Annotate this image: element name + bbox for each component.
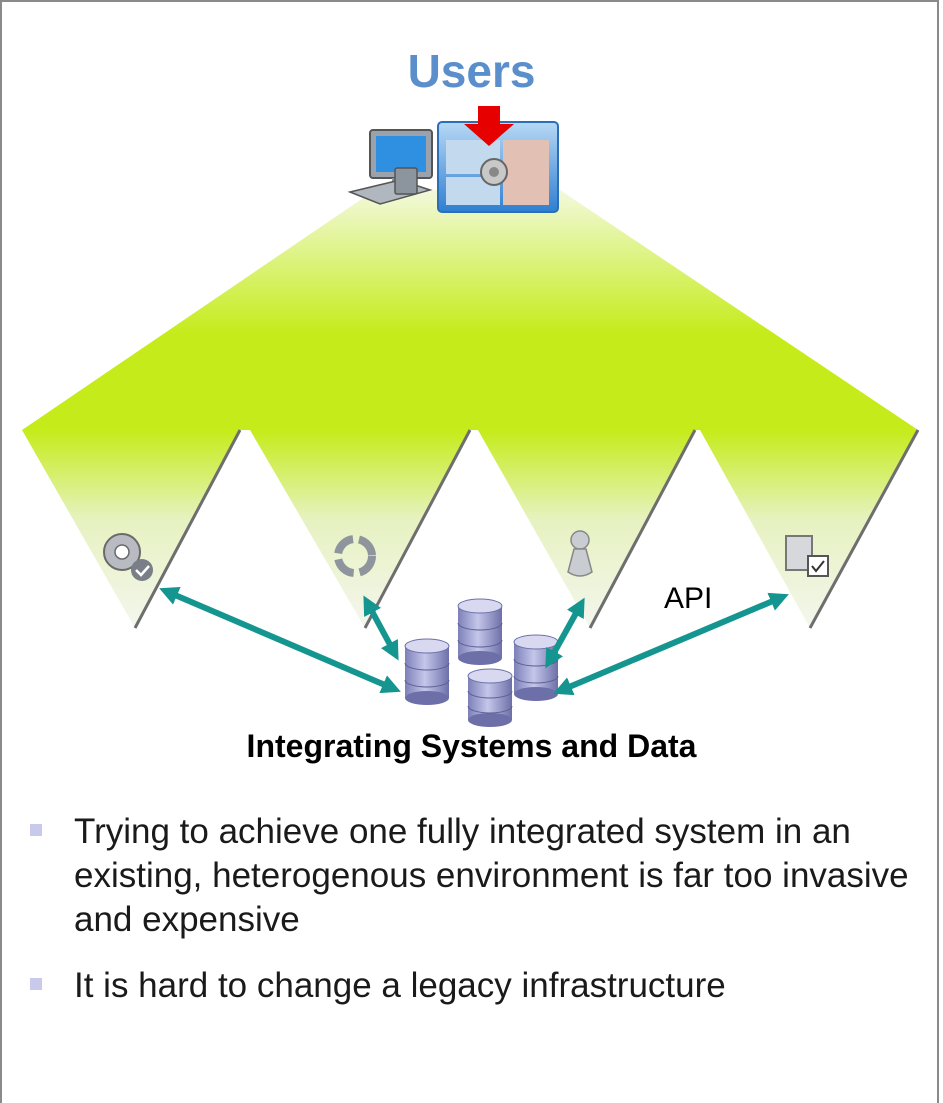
bullet-marker-icon — [30, 824, 42, 836]
bullet-marker-icon — [30, 978, 42, 990]
refresh-cycle-icon — [334, 535, 376, 577]
red-down-arrow-icon — [464, 106, 514, 146]
bullet-item: It is hard to change a legacy infrastruc… — [30, 964, 930, 1008]
bullet-text: It is hard to change a legacy infrastruc… — [74, 966, 726, 1005]
coverage-fan — [22, 190, 920, 629]
database-stack-icon — [404, 598, 559, 727]
desktop-computer-icon — [347, 129, 433, 205]
application-window-gear-icon — [437, 121, 559, 213]
api-label: API — [664, 582, 713, 615]
diagram-caption: Integrating Systems and Data — [246, 728, 697, 764]
users-title: Users — [407, 45, 536, 97]
gear-check-icon — [103, 533, 153, 581]
integration-arrows — [159, 586, 789, 696]
bullet-list: Trying to achieve one fully integrated s… — [30, 810, 930, 1008]
bullet-text: Trying to achieve one fully integrated s… — [74, 812, 909, 939]
user-pawn-icon — [567, 530, 593, 577]
bullet-item: Trying to achieve one fully integrated s… — [30, 810, 930, 942]
document-check-icon — [785, 535, 829, 577]
